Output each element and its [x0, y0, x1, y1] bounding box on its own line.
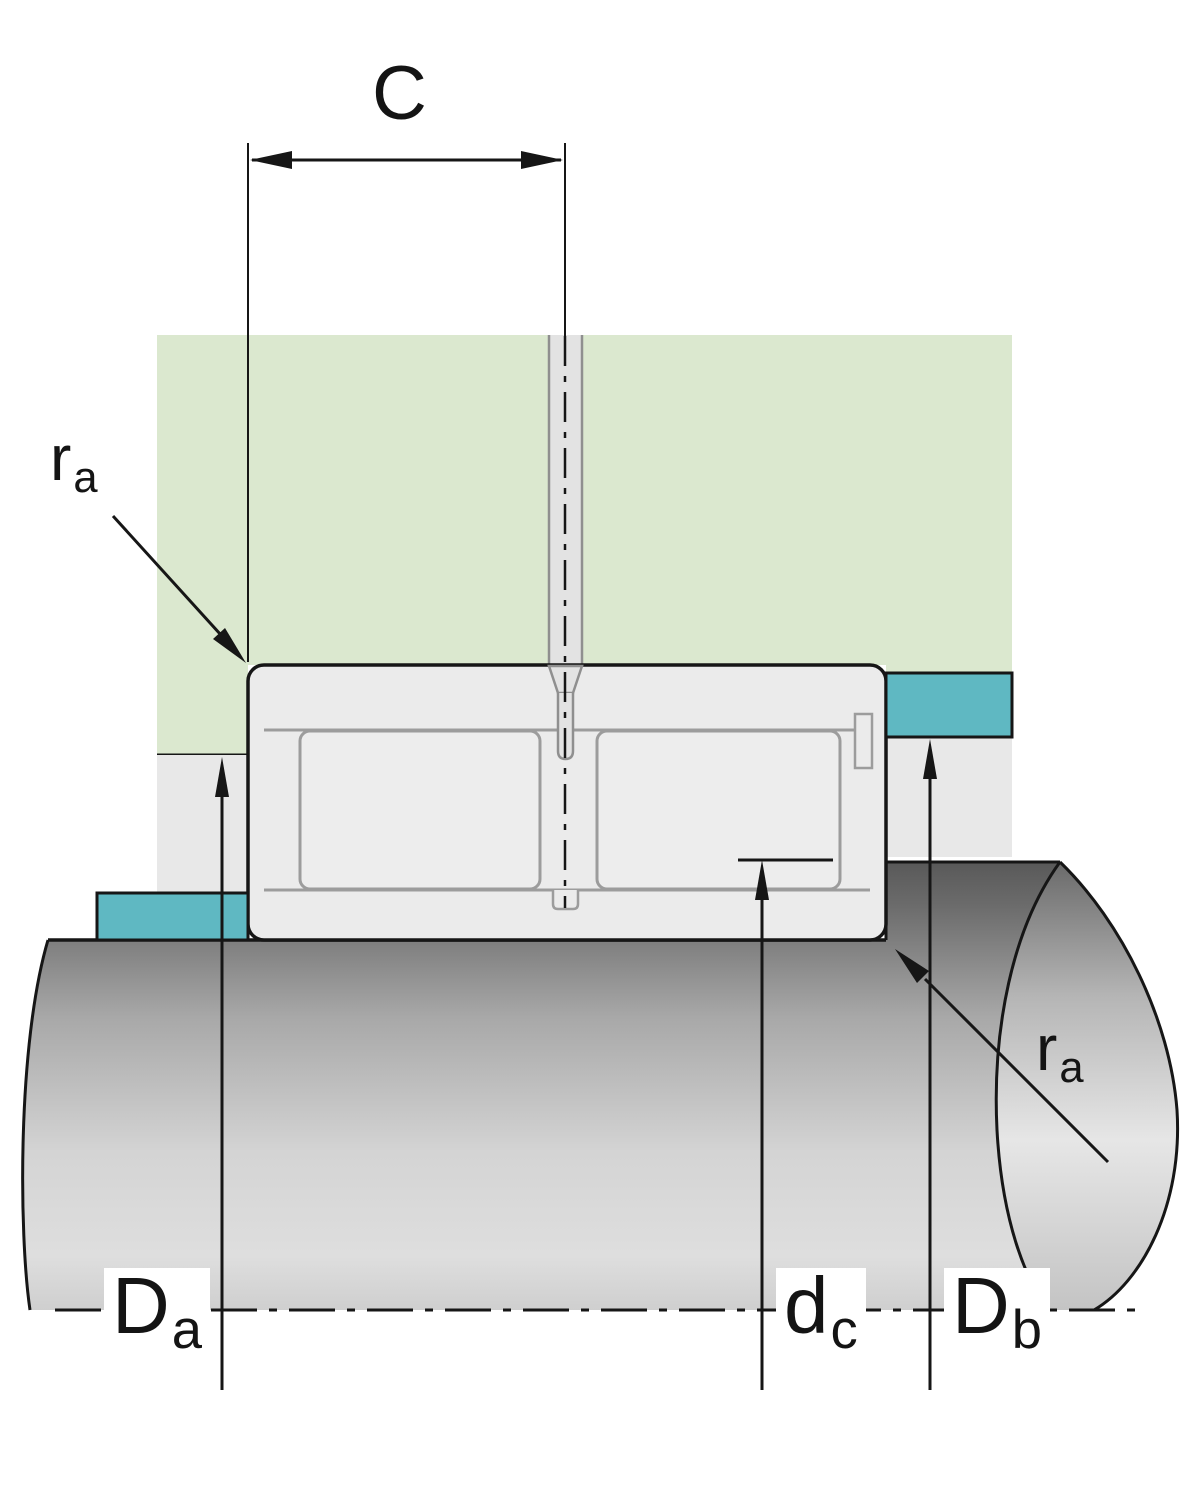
dimension-Da: [215, 757, 229, 1390]
bearing-cross-section: [246, 663, 888, 942]
roller-row-right: [595, 729, 842, 891]
dimension-C: [247, 143, 566, 662]
left-spacer-block: [157, 755, 248, 893]
lubrication-hole: [547, 335, 584, 666]
right-housing-section: [886, 737, 1012, 857]
shaft-break-lens: [996, 862, 1178, 1310]
leader-ra-left: [111, 514, 246, 663]
label-shaft-raceway-dc: dc: [776, 1266, 866, 1357]
label-housing-abutment-Da: Da: [104, 1266, 211, 1357]
roller-row-left: [298, 729, 542, 891]
leader-ra-right: [895, 949, 1110, 1164]
snap-ring-groove: [853, 712, 874, 770]
housing-snap-ring: [884, 671, 1014, 739]
label-fillet-ra-left: ra: [50, 422, 98, 503]
shaft-abutment-ring: [95, 891, 250, 942]
label-snap-ring-abutment-Db: Db: [944, 1266, 1051, 1357]
dimension-Db: [923, 739, 937, 1390]
dimension-dc: [738, 858, 833, 1390]
label-fillet-ra-right: ra: [1036, 1012, 1084, 1093]
lubrication-channel: [556, 693, 575, 761]
label-width-C: C: [372, 56, 427, 132]
label-width-C-main: C: [372, 51, 427, 136]
housing-cross-section: [157, 335, 1012, 757]
